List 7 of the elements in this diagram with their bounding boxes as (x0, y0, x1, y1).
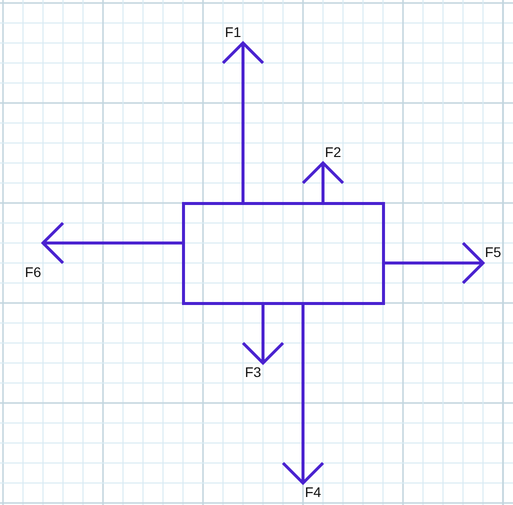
force-label: F1 (224, 24, 242, 40)
force-label: F4 (304, 484, 322, 500)
force-label: F6 (24, 264, 42, 280)
force-label: F5 (484, 244, 502, 260)
force-label: F2 (324, 144, 342, 160)
force-label: F3 (244, 364, 262, 380)
body-rectangle (182, 202, 384, 304)
